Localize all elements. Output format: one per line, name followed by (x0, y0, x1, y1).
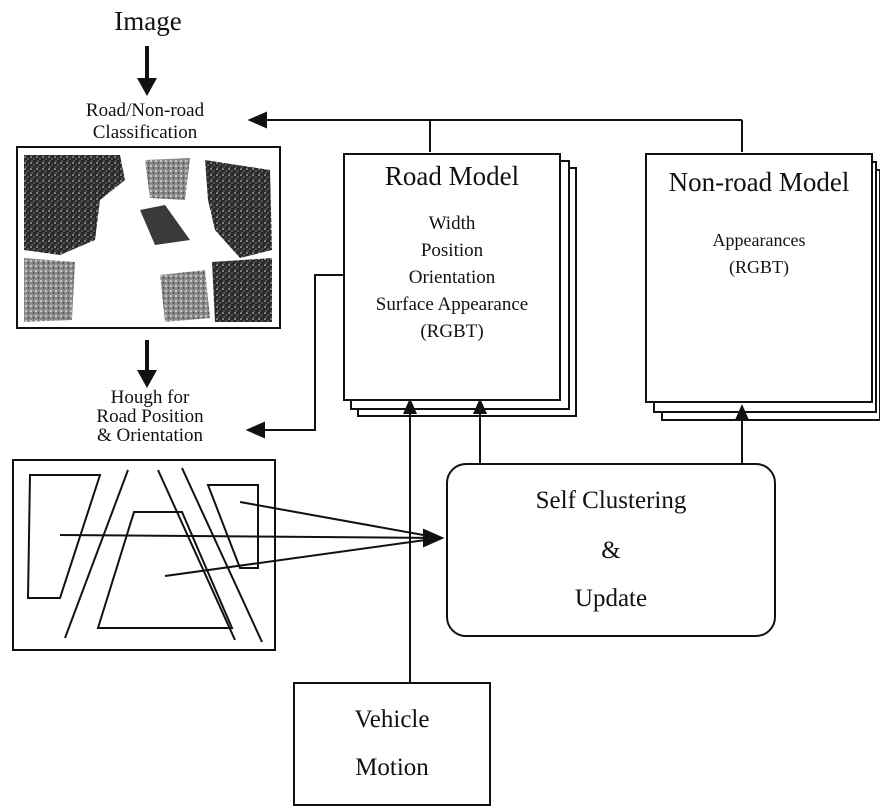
nonroad-model-rgbt: (RGBT) (729, 257, 789, 277)
hough-diagram (12, 459, 445, 651)
arrow-image-to-classification (137, 46, 157, 96)
nonroad-model-attributes: Appearances (RGBT) (647, 227, 871, 281)
classification-label: Road/Non-road Classification (40, 100, 250, 144)
road-model-box: Road Model Width Position Orientation Su… (343, 153, 561, 401)
classification-label-line1: Road/Non-road (85, 100, 205, 121)
nonroad-model-title: Non-road Model (668, 167, 850, 197)
road-model-attributes: Width Position Orientation Surface Appea… (345, 210, 559, 345)
road-model-surface: Surface Appearance (375, 294, 529, 315)
nonroad-model-box: Non-road Model Appearances (RGBT) (645, 153, 873, 403)
vehicle-to-road-model-arrow (403, 398, 417, 682)
self-clustering-line2: & (601, 537, 621, 564)
self-clustering-line1: Self Clustering (535, 487, 687, 514)
vehicle-motion-line2: Motion (355, 754, 429, 781)
clustering-to-road-model-arrow (473, 398, 487, 463)
image-label: Image (114, 6, 182, 36)
feedback-arrow-to-classification (247, 111, 743, 152)
hough-label-line1: Hough for (110, 387, 190, 408)
nonroad-model-appearances: Appearances (712, 230, 806, 250)
road-model-rgbt: (RGBT) (420, 321, 484, 342)
hough-label-line3: & Orientation (96, 425, 204, 446)
vehicle-motion-box: Vehicle Motion (293, 682, 491, 806)
classification-label-line2: Classification (92, 122, 198, 143)
vehicle-motion-line1: Vehicle (354, 706, 430, 733)
clustering-to-nonroad-model-arrow (735, 404, 749, 465)
road-model-title: Road Model (384, 161, 520, 191)
hough-label: Hough for Road Position & Orientation (50, 388, 250, 445)
self-clustering-line3: Update (574, 585, 648, 612)
road-model-to-hough-arrow (245, 274, 345, 439)
arrow-classification-to-hough (137, 340, 157, 388)
road-model-orientation: Orientation (408, 267, 496, 288)
self-clustering-box: Self Clustering & Update (446, 463, 776, 637)
classification-image (16, 146, 281, 329)
road-model-width: Width (428, 213, 476, 234)
hough-label-line2: Road Position (96, 406, 204, 427)
road-model-position: Position (420, 240, 484, 261)
